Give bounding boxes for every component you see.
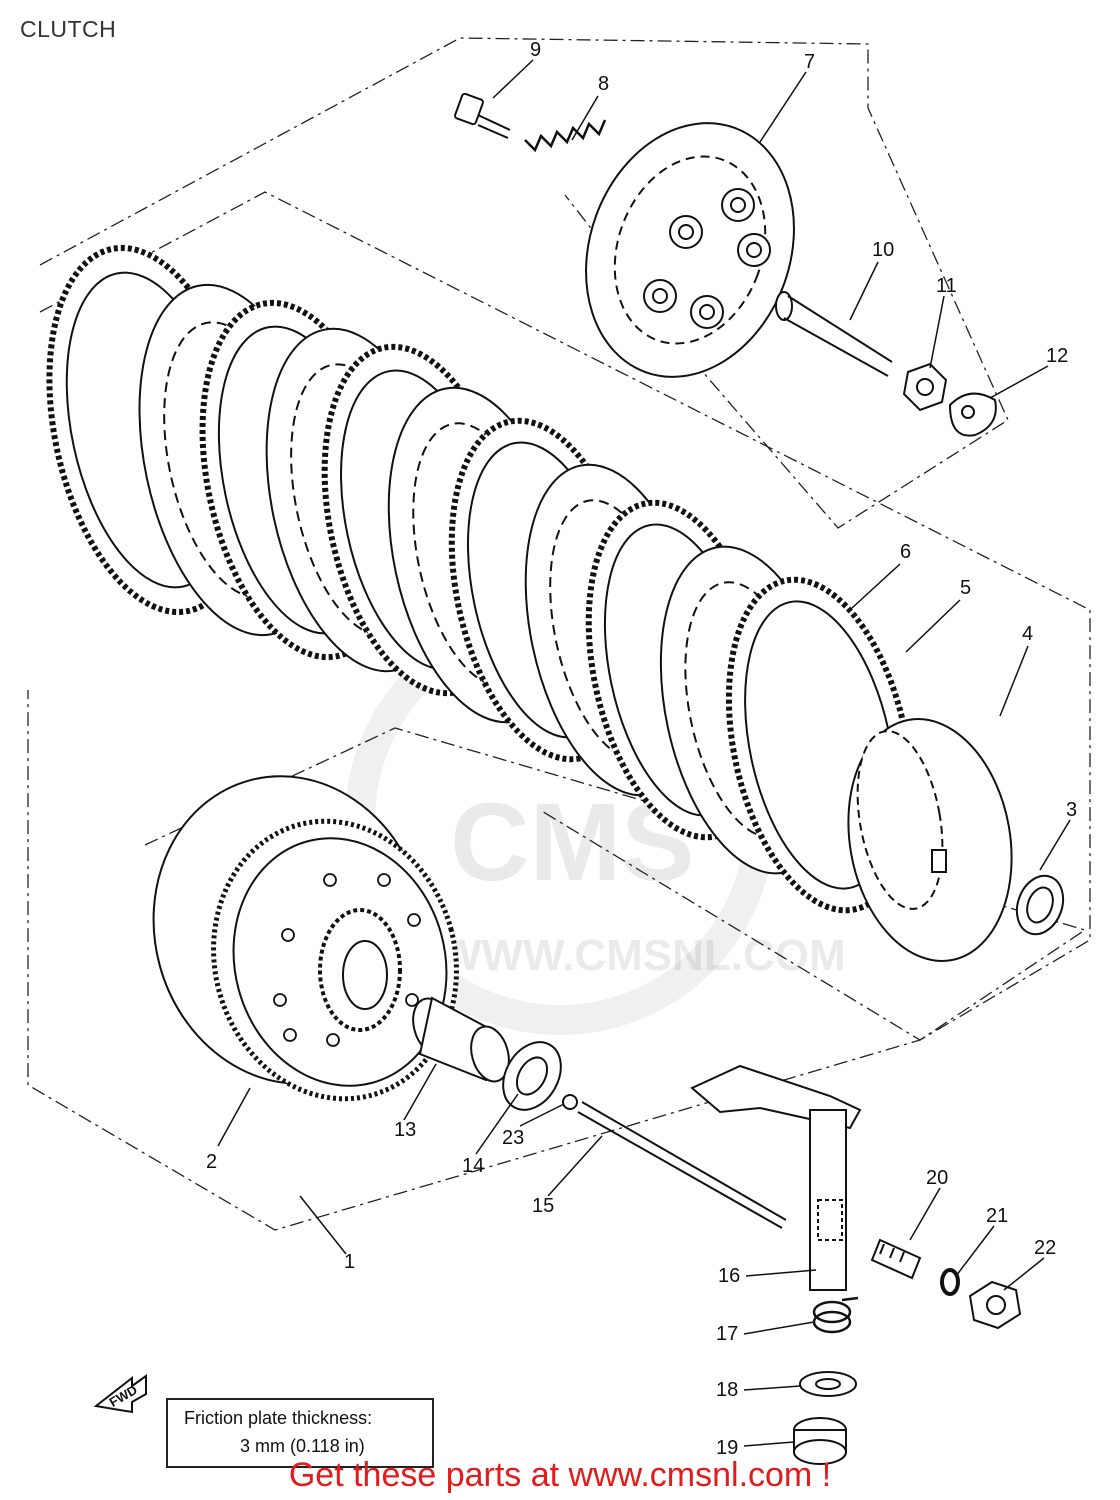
fwd-arrow-icon: FWD bbox=[93, 1374, 147, 1414]
callout-17: 17 bbox=[716, 1323, 738, 1345]
callout-5: 5 bbox=[960, 577, 971, 599]
callout-23: 23 bbox=[502, 1127, 524, 1149]
callout-16: 16 bbox=[718, 1265, 740, 1287]
spacer-washer bbox=[502, 1041, 562, 1111]
leader-lines bbox=[217, 59, 1071, 1447]
callout-7: 7 bbox=[804, 51, 815, 73]
spacer bbox=[412, 996, 510, 1083]
callout-18: 18 bbox=[716, 1379, 738, 1401]
callout-2: 2 bbox=[206, 1151, 217, 1173]
clutch-spring bbox=[524, 119, 607, 153]
spec-label: Friction plate thickness: bbox=[184, 1408, 373, 1428]
steel-ball bbox=[562, 1094, 578, 1110]
callout-20: 20 bbox=[926, 1167, 948, 1189]
push-lever bbox=[690, 1064, 862, 1291]
callout-numbers: 1 2 3 4 5 6 7 8 9 10 11 12 13 14 15 16 1… bbox=[206, 39, 1077, 1459]
plate-stack bbox=[46, 244, 915, 914]
callout-13: 13 bbox=[394, 1119, 416, 1141]
clutch-bolt bbox=[454, 92, 511, 139]
clutch-boss bbox=[847, 718, 1013, 962]
spring-washer bbox=[940, 1268, 960, 1296]
lock-washer bbox=[948, 392, 997, 437]
push-rod bbox=[775, 291, 893, 377]
callout-15: 15 bbox=[532, 1195, 554, 1217]
friction-plate-spec-box: Friction plate thickness: 3 mm (0.118 in… bbox=[166, 1398, 434, 1468]
dashed-boundary-upper bbox=[39, 37, 1009, 529]
pressure-plate bbox=[585, 122, 795, 378]
push-rod-nut bbox=[902, 362, 948, 412]
lever-washer bbox=[799, 1371, 857, 1397]
oil-seal bbox=[793, 1417, 847, 1465]
clutch-housing bbox=[152, 775, 459, 1102]
callout-6: 6 bbox=[900, 541, 911, 563]
callout-8: 8 bbox=[598, 73, 609, 95]
callout-22: 22 bbox=[1034, 1237, 1056, 1259]
callout-11: 11 bbox=[936, 275, 957, 297]
watermark-url: WWW.CMSNL.COM bbox=[440, 931, 846, 980]
dashed-boundary-plates bbox=[39, 191, 1091, 1041]
long-push-rod bbox=[577, 1101, 787, 1229]
callout-3: 3 bbox=[1066, 799, 1077, 821]
lever-spring bbox=[812, 1296, 859, 1334]
callout-4: 4 bbox=[1022, 623, 1033, 645]
callout-21: 21 bbox=[986, 1205, 1008, 1227]
get-parts-link[interactable]: Get these parts at www.cmsnl.com ! bbox=[288, 1456, 832, 1494]
callout-9: 9 bbox=[530, 39, 541, 61]
callout-14: 14 bbox=[462, 1155, 484, 1177]
thrust-washer bbox=[1015, 874, 1065, 936]
callout-10: 10 bbox=[872, 239, 894, 261]
dashed-boundary-housing bbox=[27, 690, 1087, 1231]
lock-nut bbox=[968, 1280, 1022, 1330]
callout-12: 12 bbox=[1046, 345, 1068, 367]
page-title: CLUTCH bbox=[20, 16, 117, 42]
callout-19: 19 bbox=[716, 1437, 738, 1459]
spec-value: 3 mm (0.118 in) bbox=[240, 1436, 365, 1456]
callout-1: 1 bbox=[344, 1251, 355, 1273]
adjust-screw bbox=[870, 1238, 922, 1280]
